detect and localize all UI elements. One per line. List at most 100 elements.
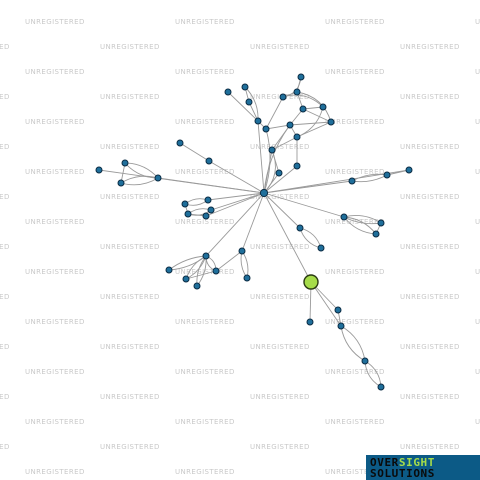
node [377,383,385,391]
node [317,244,325,252]
edge [364,360,382,388]
edge [364,360,382,388]
watermark-text: UNREGISTERED [100,193,160,201]
edge [265,124,291,130]
watermark-text: UNREGISTERED [325,18,385,26]
watermark-text: UNREGISTERED [325,118,385,126]
watermark-text: UNREGISTERED [0,243,10,251]
watermark-text: UNREGISTERED [475,368,480,376]
watermark-text: UNREGISTERED [250,293,310,301]
watermark-text: UNREGISTERED [400,143,460,151]
edge [185,270,217,280]
node [212,267,220,275]
node [117,179,125,187]
node [245,98,253,106]
hub-node [259,188,269,198]
watermark-text: UNREGISTERED [325,318,385,326]
watermark-text: UNREGISTERED [0,293,10,301]
watermark-text: UNREGISTERED [475,168,480,176]
edge [265,96,284,130]
watermark-text: UNREGISTERED [25,168,85,176]
watermark-text: UNREGISTERED [325,168,385,176]
node [181,200,189,208]
watermark-text: UNREGISTERED [100,343,160,351]
edge [299,227,322,249]
edge [248,101,259,122]
watermark-text: UNREGISTERED [250,193,310,201]
watermark-text: UNREGISTERED [250,43,310,51]
watermark-text: UNREGISTERED [250,243,310,251]
watermark-text: UNREGISTERED [400,193,460,201]
node [165,266,173,274]
watermark-text: UNREGISTERED [175,18,235,26]
node [334,306,342,314]
watermark-text: UNREGISTERED [100,293,160,301]
watermark-text: UNREGISTERED [25,18,85,26]
edge [386,169,410,176]
watermark-text: UNREGISTERED [25,318,85,326]
watermark-text: UNREGISTERED [175,118,235,126]
node [286,121,294,129]
watermark-text: UNREGISTERED [25,68,85,76]
node [205,157,213,165]
watermark-text: UNREGISTERED [100,43,160,51]
watermark-text: UNREGISTERED [100,243,160,251]
watermark-text: UNREGISTERED [175,468,235,476]
edge [289,121,332,126]
watermark-text: UNREGISTERED [175,218,235,226]
edge [227,91,259,122]
edge [310,281,342,327]
node [121,159,129,167]
focus-node [303,274,319,290]
watermark-text: UNREGISTERED [175,368,235,376]
edge [205,192,265,257]
watermark-text: UNREGISTERED [100,393,160,401]
node [372,230,380,238]
logo-word-solutions: SOLUTIONS [370,467,436,480]
node [182,275,190,283]
logo-word-over: OVER [370,456,399,469]
watermark-text: UNREGISTERED [0,193,10,201]
node [202,212,210,220]
watermark-text: UNREGISTERED [475,318,480,326]
edge [241,192,265,252]
edge [263,172,280,194]
node [293,162,301,170]
watermark-text: UNREGISTERED [0,393,10,401]
watermark-text: UNREGISTERED [25,218,85,226]
watermark-text: UNREGISTERED [475,118,480,126]
watermark-text: UNREGISTERED [175,68,235,76]
node [204,196,212,204]
node [405,166,413,174]
node [279,93,287,101]
node [224,88,232,96]
node [243,274,251,282]
node [207,206,215,214]
watermark-text: UNREGISTERED [475,268,480,276]
edge [168,255,207,271]
node [361,357,369,365]
edge [205,192,265,217]
edge-layer [98,76,410,388]
edge [263,128,271,194]
node [275,169,283,177]
watermark-text: UNREGISTERED [400,343,460,351]
edge [207,192,265,201]
edge [208,160,265,194]
watermark-text: UNREGISTERED [475,218,480,226]
watermark-text: UNREGISTERED [0,143,10,151]
node [299,105,307,113]
edge [271,124,291,151]
node [327,118,335,126]
watermark-text: UNREGISTERED [325,368,385,376]
watermark-text: UNREGISTERED [250,393,310,401]
node-layer [95,73,413,391]
edge [271,136,298,151]
watermark-text: UNREGISTERED [400,243,460,251]
watermark-text: UNREGISTERED [250,343,310,351]
watermark-text: UNREGISTERED [475,418,480,426]
node [154,174,162,182]
watermark-text: UNREGISTERED [0,93,10,101]
